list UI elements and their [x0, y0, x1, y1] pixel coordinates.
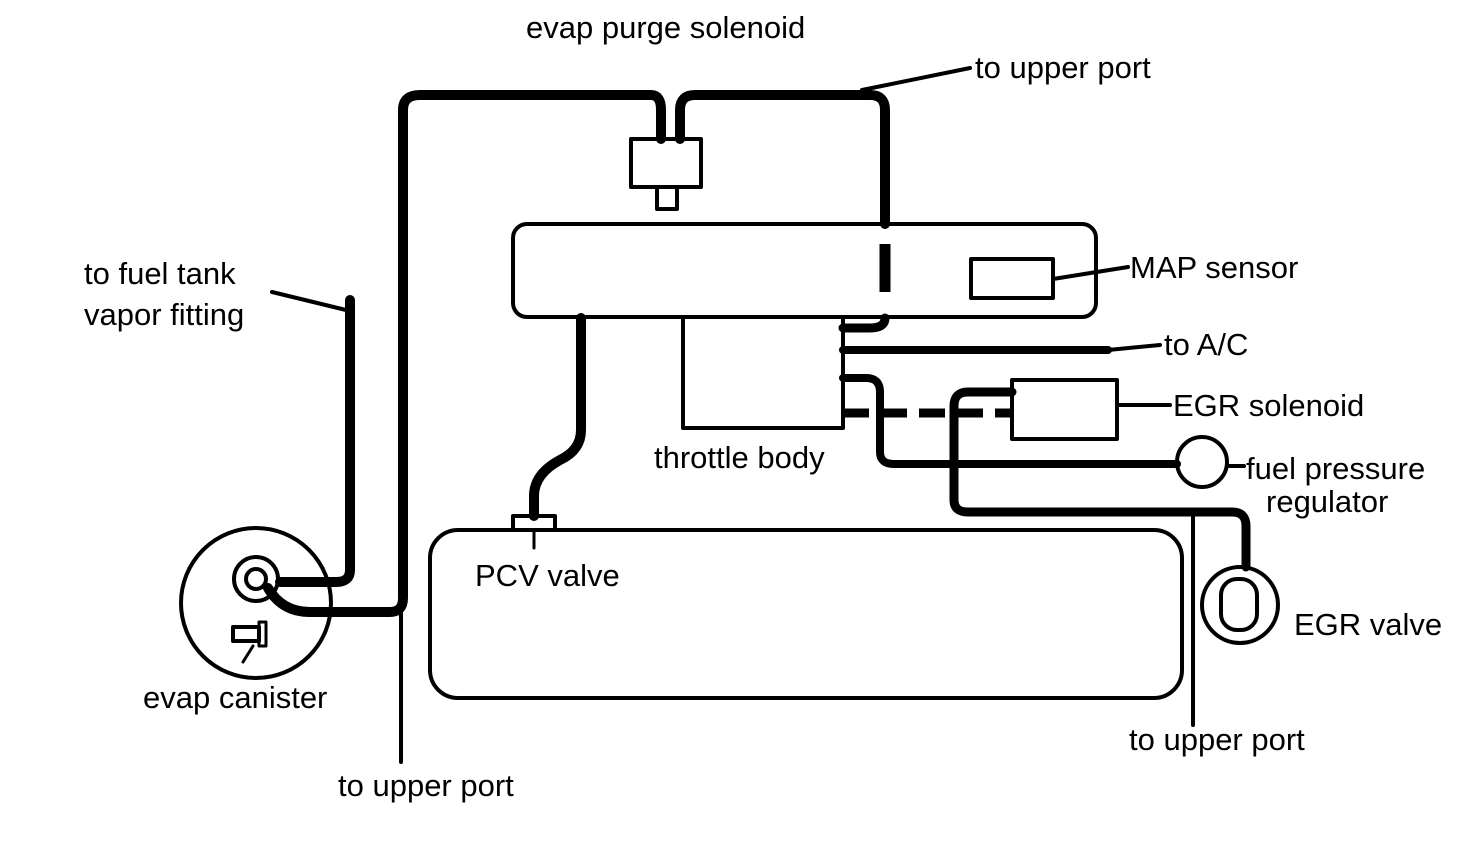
evap-canister-vent — [231, 625, 261, 643]
egr-valve-shape — [1200, 565, 1280, 645]
label-to-upper-port-top: to upper port — [975, 50, 1151, 85]
leader-to-ac — [1106, 343, 1162, 352]
leader-to-upper-port-top — [860, 66, 972, 92]
label-throttle-body: throttle body — [654, 440, 825, 475]
hose-purge-to-upper-port — [675, 90, 890, 229]
label-to-upper-port-bottom-right: to upper port — [1129, 722, 1305, 757]
label-egr-solenoid: EGR solenoid — [1173, 388, 1365, 423]
label-evap-canister: evap canister — [143, 680, 328, 715]
leader-fuel-tank — [270, 290, 348, 312]
label-to-ac: to A/C — [1164, 327, 1249, 362]
hose-egr-solenoid-to-egr-valve — [949, 387, 1251, 572]
lower-intake — [428, 528, 1184, 700]
intake-plenum — [511, 222, 1098, 319]
label-to-upper-port-bottom-left: to upper port — [338, 768, 514, 803]
label-to-fuel-tank: to fuel tank — [84, 256, 236, 291]
evap-canister-vent-stem — [257, 620, 268, 648]
label-evap-purge-solenoid: evap purge solenoid — [526, 10, 806, 45]
hose-canister-to-purge — [263, 90, 666, 617]
label-map-sensor: MAP sensor — [1130, 250, 1299, 285]
evap-purge-solenoid-nozzle — [655, 185, 679, 211]
label-vapor-fitting: vapor fitting — [84, 297, 245, 332]
label-fuel-pressure: fuel pressure — [1246, 451, 1426, 486]
evap-canister-port-inner — [244, 567, 268, 591]
fuel-pressure-regulator-shape — [1175, 435, 1229, 489]
leader-map-sensor — [1051, 265, 1130, 281]
hose-fuel-pressure-regulator — [839, 374, 1181, 468]
map-sensor-shape — [969, 257, 1055, 300]
label-egr-valve: EGR valve — [1294, 607, 1443, 642]
hose-fuel-tank — [275, 295, 355, 587]
label-regulator: regulator — [1266, 484, 1389, 519]
egr-solenoid-shape — [1010, 378, 1119, 441]
throttle-body-shape — [681, 316, 845, 430]
evap-purge-solenoid-shape — [629, 137, 703, 189]
hose-pcv — [529, 313, 586, 521]
evap-canister-shape — [179, 526, 333, 680]
label-pcv-valve: PCV valve — [475, 558, 620, 593]
egr-valve-inner — [1219, 577, 1259, 632]
leader-evap-canister — [241, 644, 255, 664]
hose-throttle-to-plenum — [838, 313, 890, 333]
